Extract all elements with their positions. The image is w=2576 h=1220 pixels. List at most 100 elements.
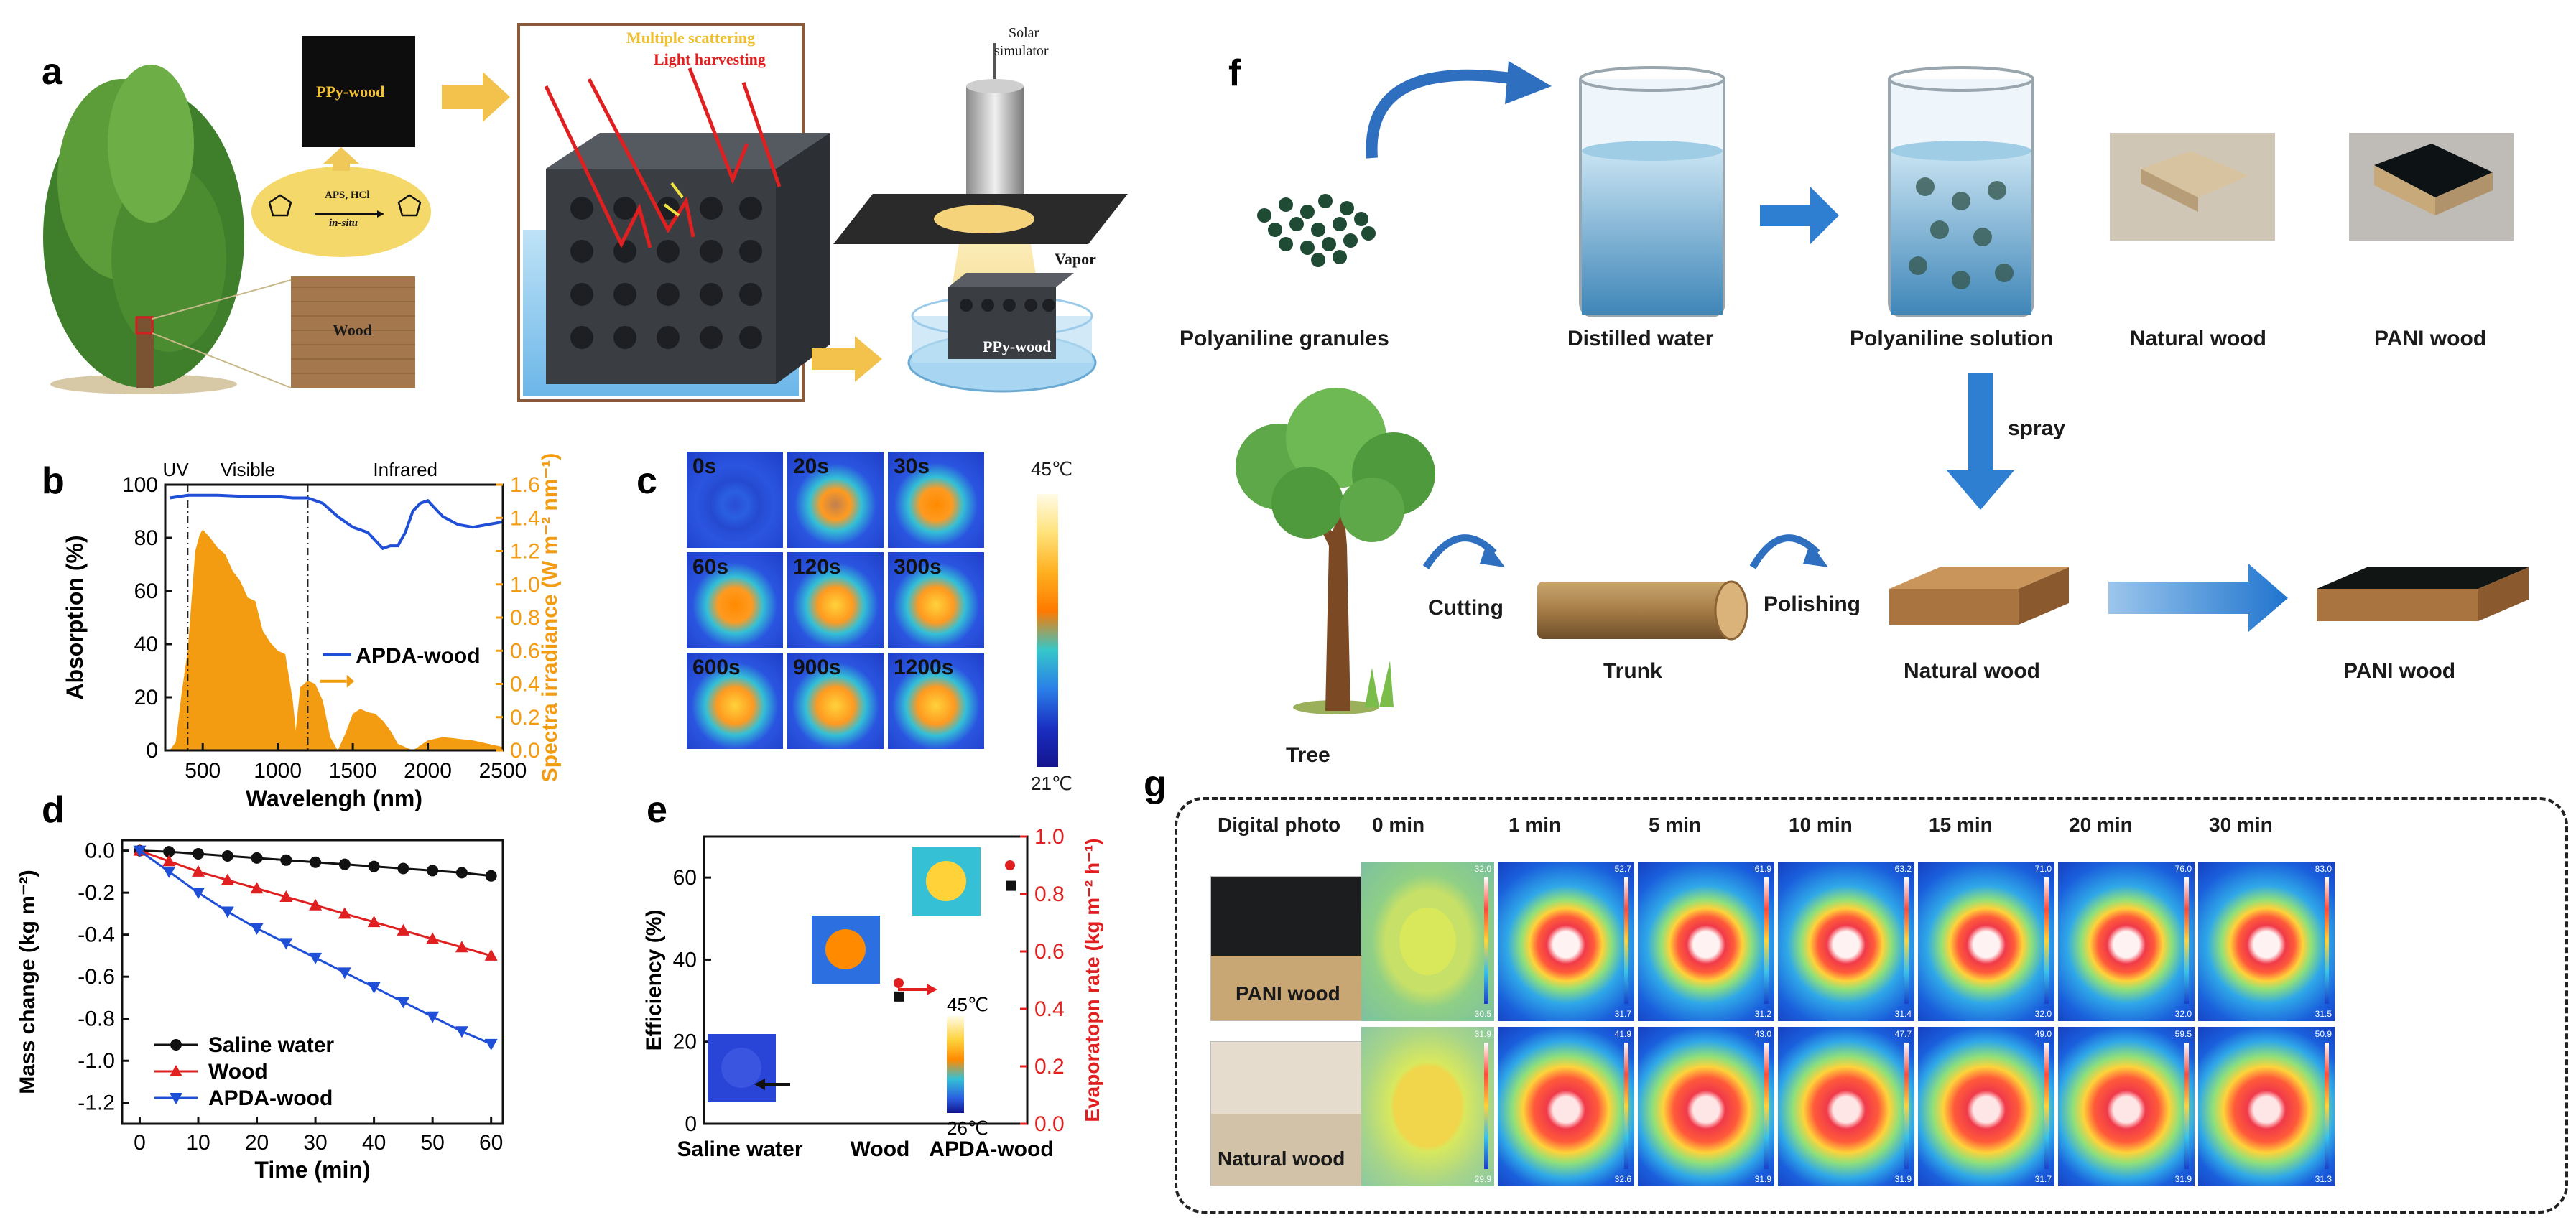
y2-tick-label-b: 1.0 — [510, 573, 540, 597]
data-point — [485, 870, 497, 882]
thermal-scale-bar — [1904, 1043, 1909, 1169]
y2-tick-label-b: 1.2 — [510, 540, 540, 564]
data-point — [193, 848, 204, 860]
data-point — [397, 923, 410, 936]
ppy-wood-dish-label: PPy-wood — [983, 337, 1052, 355]
pani-wood-label: PANI wood — [2343, 659, 2456, 683]
thermal-cell-g: 52.7 31.7 — [1498, 862, 1634, 1021]
panel-g-header: 30 min — [2209, 814, 2273, 836]
thermal-cell-time-label: 60s — [692, 555, 729, 579]
beaker-distilled-water — [1579, 66, 1725, 317]
sample-marker — [135, 316, 154, 335]
thermal-min-readout: 30.5 — [1474, 1009, 1491, 1019]
data-point — [338, 967, 351, 979]
plot-frame-e — [703, 835, 1029, 1125]
thermal-min-readout: 31.2 — [1754, 1009, 1771, 1019]
data-point — [338, 858, 351, 870]
panel-a-illustration — [43, 23, 1128, 402]
beaker-polyaniline-solution — [1888, 66, 2034, 317]
thermal-cell-time-label: 120s — [793, 555, 841, 579]
y-tick-label-b: 40 — [134, 633, 158, 656]
y2-tick-label-b: 1.4 — [510, 506, 540, 530]
thermal-min-readout: 31.9 — [1754, 1174, 1771, 1184]
solar-label: Solar — [1009, 25, 1039, 41]
thermal-min-readout: 32.0 — [2174, 1009, 2192, 1019]
thermal-cell-time-label: 30s — [894, 455, 930, 478]
spray-label: spray — [2008, 416, 2066, 440]
thermal-cell-30s: 30s — [887, 451, 985, 549]
thermal-max-readout: 50.9 — [2315, 1029, 2332, 1039]
y-tick-label-e: 0 — [685, 1112, 697, 1136]
efficiency-point — [894, 991, 904, 1002]
series-line-2 — [139, 849, 492, 1046]
y-tick-label-b: 80 — [134, 526, 158, 550]
y-tick-label-e: 60 — [673, 866, 697, 890]
thermal-cell-60s: 60s — [686, 551, 784, 649]
thermal-scale-bar — [1624, 877, 1628, 1004]
colorbar-e-min: 26℃ — [947, 1117, 988, 1139]
region-label-visible: Visible — [221, 459, 275, 480]
plot-frame-d — [121, 839, 504, 1125]
y-tick-label-d: -0.8 — [78, 1007, 115, 1031]
data-point — [309, 952, 323, 964]
data-point — [426, 932, 440, 944]
data-point — [250, 923, 264, 935]
y-axis-title-e: Efficiency (%) — [642, 910, 666, 1051]
colorbar-c-min: 21℃ — [1031, 773, 1073, 794]
natural-wood-top-label: Natural wood — [2130, 327, 2267, 350]
thermal-max-readout: 63.2 — [1894, 864, 1912, 874]
data-point — [338, 907, 351, 919]
y-tick-label-d: -1.0 — [78, 1049, 115, 1073]
y2-tick-label-b: 0.2 — [510, 706, 540, 730]
granules-label: Polyaniline granules — [1180, 327, 1389, 350]
panel-letter-a: a — [42, 51, 62, 93]
data-point — [279, 938, 293, 950]
trunk-log — [1537, 582, 1731, 639]
thermal-min-readout: 31.9 — [2174, 1174, 2192, 1184]
panel-letter-c: c — [636, 460, 657, 502]
thermal-scale-bar — [1764, 877, 1769, 1004]
data-point — [484, 1038, 498, 1051]
data-point — [280, 854, 292, 866]
data-point — [367, 916, 381, 928]
natural-wood-photo-g — [1210, 1041, 1384, 1186]
thermal-max-readout: 71.0 — [2034, 864, 2052, 874]
thermal-scale-bar — [2325, 877, 2329, 1004]
data-point — [192, 888, 205, 900]
panel-letter-b: b — [42, 460, 65, 502]
region-label-infrared: Infrared — [373, 459, 437, 480]
evaporation-rate-point — [894, 978, 904, 988]
thermal-cell-20s: 20s — [787, 451, 884, 549]
polishing-label: Polishing — [1764, 592, 1861, 616]
thermal-scale-bar — [2044, 877, 2049, 1004]
inset-thermal-2 — [912, 847, 981, 916]
panel-g-row-label: Natural wood — [1218, 1147, 1345, 1170]
thermal-max-readout: 41.9 — [1614, 1029, 1631, 1039]
ppy-wood-label: PPy-wood — [316, 83, 385, 101]
thermal-cell-time-label: 900s — [793, 656, 841, 679]
pani-wood-top-label: PANI wood — [2374, 327, 2487, 350]
y-tick-label-b: 100 — [122, 473, 158, 497]
thermal-cell-time-label: 20s — [793, 455, 830, 478]
x-axis-title-b: Wavelengh (nm) — [246, 786, 422, 811]
category-label-e: APDA-wood — [929, 1137, 1053, 1161]
thermal-min-readout: 31.7 — [1614, 1009, 1631, 1019]
ppy-wood-square — [302, 36, 415, 147]
legend-marker-d — [170, 1065, 182, 1076]
y-tick-label-b: 60 — [134, 579, 158, 603]
wood-square — [291, 276, 415, 388]
thermal-max-readout: 52.7 — [1614, 864, 1631, 874]
y-axis-title-d: Mass change (kg m⁻²) — [16, 870, 40, 1094]
panel-g-frame — [1175, 797, 2568, 1214]
legend-marker-d — [170, 1093, 182, 1104]
thermal-cell-120s: 120s — [787, 551, 884, 649]
inset-thermal-0 — [708, 1034, 776, 1102]
reaction-condition: in-situ — [329, 218, 358, 229]
thermal-scale-bar — [1484, 877, 1488, 1004]
